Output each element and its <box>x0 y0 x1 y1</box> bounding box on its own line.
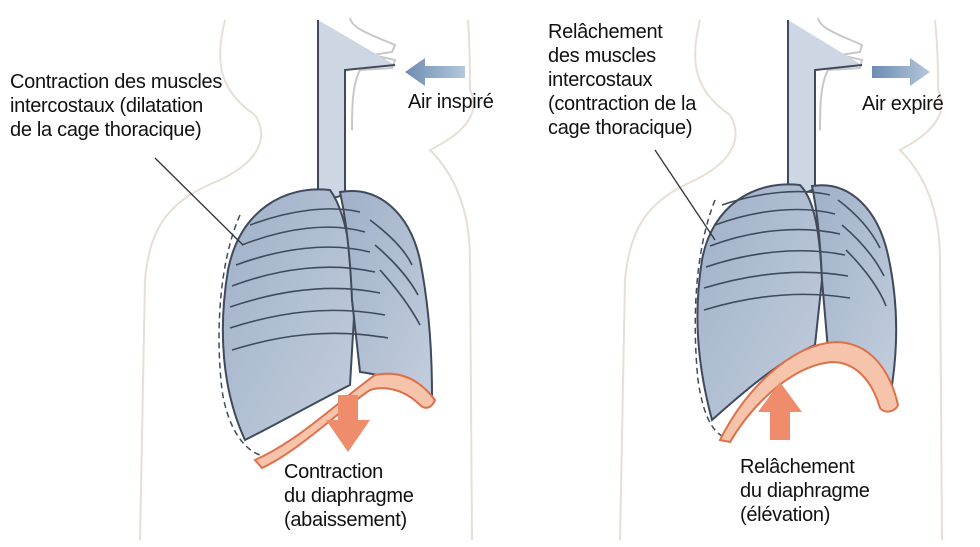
air-inhaled-label: Air inspiré <box>408 91 494 113</box>
body-outline <box>139 19 475 541</box>
diaphragm-up-arrow <box>758 382 802 440</box>
head-profile <box>349 17 397 131</box>
air-exhaled-arrow <box>872 58 930 86</box>
air-inhaled-arrow <box>405 58 465 86</box>
trachea <box>317 20 396 199</box>
expiration-panel <box>619 17 943 541</box>
diaphragm-raised <box>718 340 900 444</box>
body-outline <box>619 19 943 541</box>
rib-cage <box>703 190 887 311</box>
air-exhaled-label: Air expiré <box>862 93 944 115</box>
inspiration-panel <box>139 17 475 541</box>
diaphragm-contraction-label: Contraction du diaphragme (abaissement) <box>284 461 414 531</box>
diaphragm-relaxation-label: Relâchement du diaphragme (élévation) <box>740 456 870 526</box>
diaphragm-down-arrow <box>326 395 370 452</box>
intercostal-leader-line <box>154 157 244 246</box>
rib-cage <box>229 208 421 351</box>
intercostal-contraction-label: Contraction des muscles intercostaux (di… <box>10 71 223 141</box>
intercostal-leader-line <box>654 149 716 241</box>
right-lung <box>338 190 434 397</box>
intercostal-relaxation-label: Relâchement des muscles intercostaux (co… <box>548 21 697 139</box>
intercostal-outline <box>694 199 723 437</box>
intercostal-outline <box>218 214 261 456</box>
head-profile <box>817 17 864 131</box>
trachea <box>787 20 863 194</box>
